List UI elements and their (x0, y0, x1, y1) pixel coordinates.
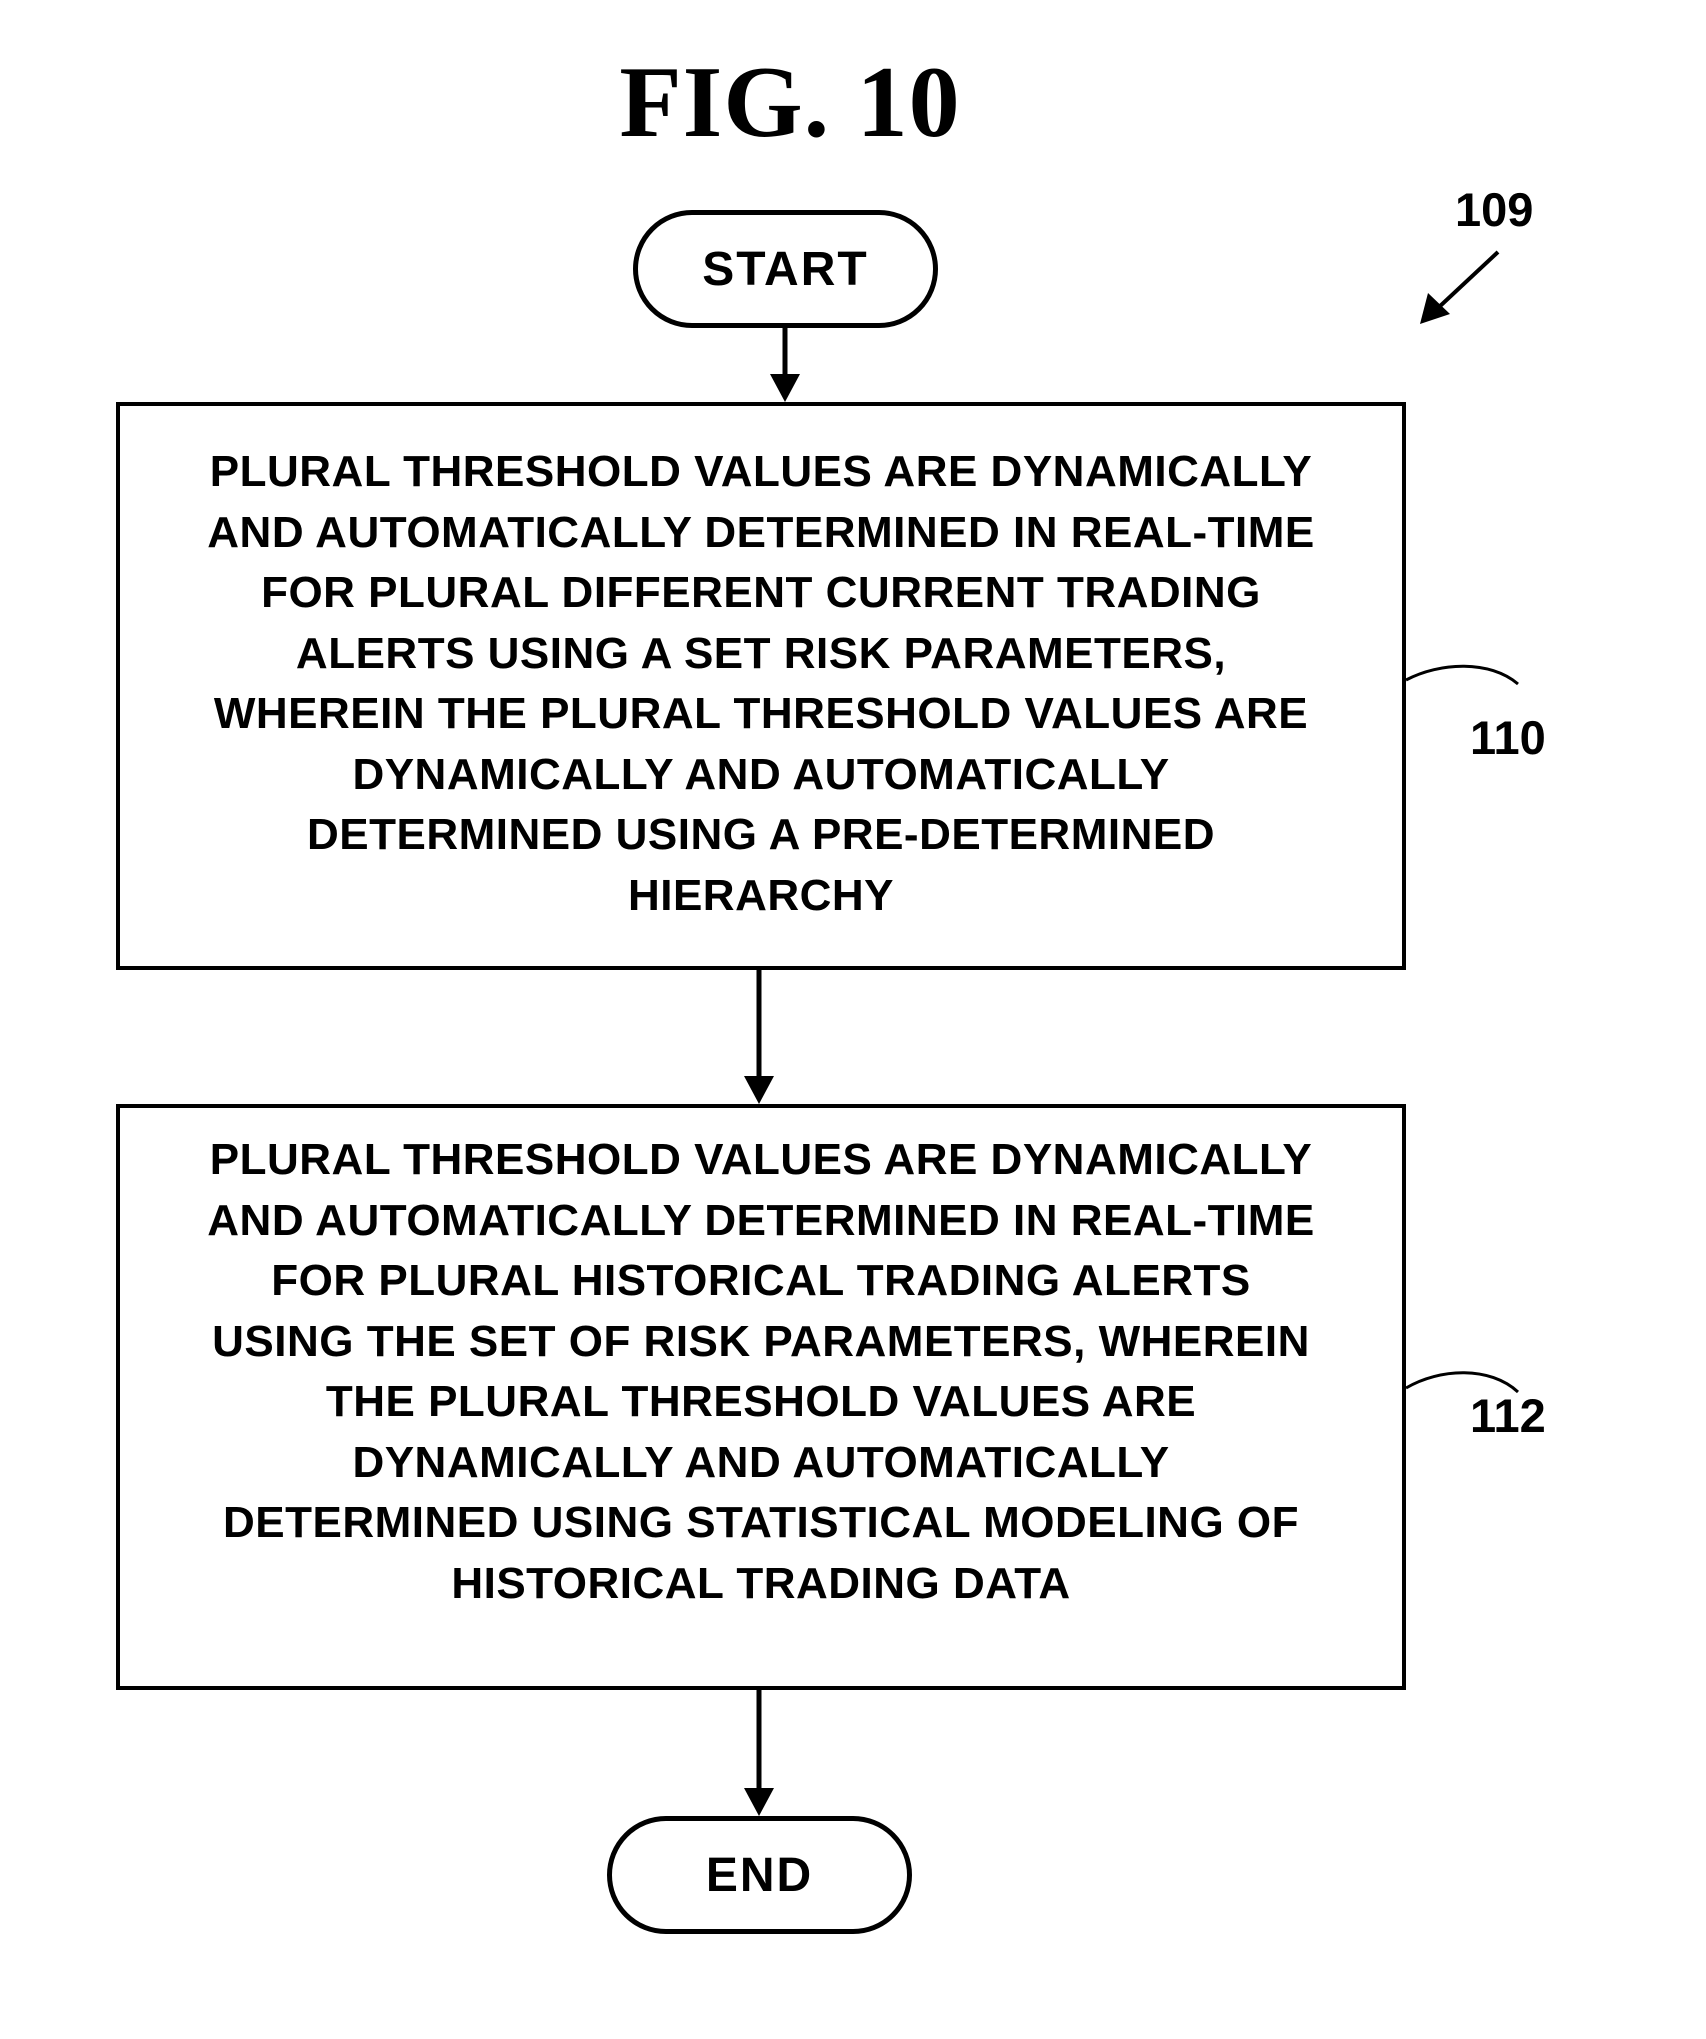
process-step-112-reference: 112 (1470, 1390, 1546, 1442)
start-terminal: START (633, 210, 938, 328)
flow-arrow-start-to-step-110 (770, 328, 800, 402)
flow-arrow-step-112-to-end (744, 1690, 774, 1816)
process-step-110: PLURAL THRESHOLD VALUES ARE DYNAMICALLYA… (116, 402, 1406, 970)
process-step-112-text: PLURAL THRESHOLD VALUES ARE DYNAMICALLYA… (120, 1130, 1402, 1614)
reference-leader-line-110 (1406, 666, 1518, 684)
process-step-110-reference: 110 (1470, 712, 1546, 764)
reference-pointer-arrow (1420, 252, 1498, 324)
process-step-112: PLURAL THRESHOLD VALUES ARE DYNAMICALLYA… (116, 1104, 1406, 1690)
end-terminal: END (607, 1816, 912, 1934)
flow-arrow-step-110-to-step-112 (744, 970, 774, 1104)
process-step-110-text: PLURAL THRESHOLD VALUES ARE DYNAMICALLYA… (120, 442, 1402, 926)
